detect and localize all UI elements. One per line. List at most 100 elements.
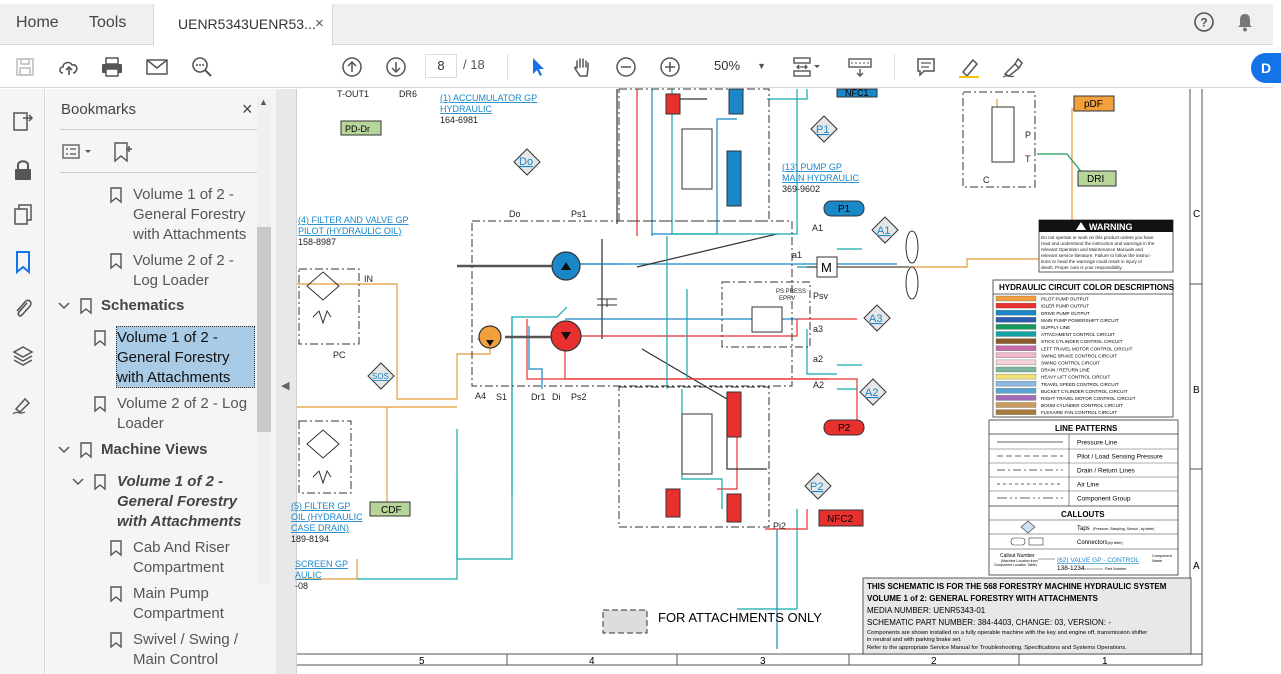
- legend-label: RIGHT TRAVEL MOTOR CONTROL CIRCUIT: [1041, 396, 1136, 401]
- line-pattern-label: Pilot / Load Sensing Pressure: [1077, 454, 1163, 461]
- scroll-up-icon[interactable]: ▲: [259, 97, 268, 107]
- hand-tool-icon[interactable]: [568, 53, 596, 81]
- port-label: Ps2: [571, 392, 587, 402]
- comment-icon[interactable]: [912, 53, 940, 81]
- save-icon[interactable]: [11, 53, 39, 81]
- component-callout[interactable]: CASE DRAIN): [291, 523, 349, 533]
- bookmark-label: Volume 1 of 2 -: [117, 329, 218, 346]
- tab-home[interactable]: Home: [16, 14, 59, 31]
- previous-page-icon[interactable]: [338, 53, 366, 81]
- connector-label: pDF: [1084, 99, 1103, 110]
- bookmark-label: Volume 1 of 2 -: [133, 186, 234, 203]
- fill-sign-icon[interactable]: [10, 391, 36, 417]
- component-callout[interactable]: (5) FILTER GP: [291, 501, 350, 511]
- document-view[interactable]: 5 4 3 2 1 C B A: [291, 88, 1273, 674]
- component-callout[interactable]: HYDRAULIC: [440, 104, 493, 114]
- legend-label: DRIVE PUMP OUTPUT: [1041, 311, 1090, 316]
- component-callout[interactable]: PILOT (HYDRAULIC OIL): [298, 226, 401, 236]
- bookmark-item-machine-views[interactable]: Machine Views: [101, 441, 208, 458]
- bookmark-label: Cab And Riser: [133, 539, 230, 556]
- bookmark-item-schematics[interactable]: Schematics: [101, 297, 185, 314]
- svg-text:?: ?: [1200, 16, 1207, 30]
- attachments-legend-swatch: [602, 609, 648, 634]
- tab-tools[interactable]: Tools: [89, 14, 127, 31]
- line-pattern-label: Air Line: [1077, 482, 1099, 489]
- port-label: T-OUT1: [337, 89, 369, 99]
- component-callout[interactable]: SCREEN GP: [295, 559, 348, 569]
- zoom-in-icon[interactable]: [656, 53, 684, 81]
- legend-swatch: [995, 359, 1037, 366]
- scrollbar-thumb[interactable]: [257, 227, 271, 432]
- notifications-bell-icon[interactable]: [1234, 11, 1256, 38]
- bookmark-icon: [110, 540, 122, 557]
- legend-swatch: [995, 331, 1037, 337]
- page-thumbnails-icon[interactable]: [10, 202, 36, 228]
- tab-bar: Home Tools UENR5343UENR53... × ?: [0, 0, 1273, 46]
- bookmark-item[interactable]: Volume 2 of 2 - Log Loader: [117, 394, 247, 434]
- zoom-level-dropdown[interactable]: 50% ▼: [700, 54, 772, 78]
- collapse-arrow-icon[interactable]: ◀: [281, 380, 290, 392]
- chevron-down-icon[interactable]: [58, 301, 70, 314]
- share-button[interactable]: D: [1251, 53, 1281, 83]
- port-label: A1: [812, 223, 823, 233]
- callout-legend-text: Component: [1152, 554, 1173, 558]
- callouts-title: CALLOUTS: [1061, 510, 1105, 519]
- tab-document[interactable]: UENR5343UENR53... ×: [153, 4, 333, 46]
- print-icon[interactable]: [98, 53, 126, 81]
- legend-swatch: [995, 409, 1037, 415]
- legend-title: HYDRAULIC CIRCUIT COLOR DESCRIPTIONS: [999, 283, 1175, 292]
- close-panel-icon[interactable]: ×: [242, 99, 253, 119]
- email-icon[interactable]: [143, 53, 171, 81]
- upload-cloud-icon[interactable]: [55, 53, 83, 81]
- page-number-input[interactable]: 8: [425, 54, 457, 78]
- legend-swatch: [995, 302, 1037, 309]
- close-tab-icon[interactable]: ×: [315, 15, 324, 32]
- tap-p1: [810, 115, 838, 143]
- port-label: Ps1: [571, 209, 587, 219]
- bookmark-item[interactable]: Volume 1 of 2 - General Forestry with At…: [133, 185, 246, 245]
- bookmark-item[interactable]: Volume 2 of 2 - Log Loader: [133, 251, 234, 291]
- bookmark-icon: [94, 474, 106, 491]
- bookmark-label: Loader: [117, 415, 164, 432]
- scroll-mode-icon[interactable]: [846, 53, 874, 81]
- port-label: T: [1025, 154, 1031, 164]
- help-icon[interactable]: ?: [1193, 11, 1215, 38]
- page-fit-icon[interactable]: [792, 53, 820, 81]
- component-callout[interactable]: (4) FILTER AND VALVE GP: [298, 215, 409, 225]
- chevron-down-icon[interactable]: [58, 445, 70, 458]
- patterns-title: LINE PATTERNS: [1055, 424, 1118, 433]
- component-callout[interactable]: (1) ACCUMULATOR GP: [440, 93, 537, 103]
- warning-text: read and understood the instruction and …: [1041, 241, 1155, 246]
- callout-legend-text: Component Location Table): [994, 563, 1037, 567]
- component-callout[interactable]: AULIC: [295, 570, 322, 580]
- component-callout[interactable]: (13) PUMP GP: [782, 162, 842, 172]
- bookmark-item[interactable]: Volume 1 of 2 - General Forestry with At…: [117, 472, 241, 532]
- line-pattern-label: Pressure Line: [1077, 440, 1117, 447]
- select-cursor-icon[interactable]: [524, 53, 552, 81]
- port-label: a3: [813, 324, 823, 334]
- bookmark-item[interactable]: Swivel / Swing / Main Control: [133, 630, 238, 670]
- sign-pen-icon[interactable]: [999, 53, 1027, 81]
- layers-icon[interactable]: [10, 343, 36, 369]
- chevron-down-icon[interactable]: [72, 477, 84, 490]
- next-page-icon[interactable]: [382, 53, 410, 81]
- new-bookmark-icon[interactable]: [112, 140, 134, 164]
- bookmark-options-icon[interactable]: [62, 140, 98, 164]
- attachments-paperclip-icon[interactable]: [10, 296, 36, 322]
- zoom-out-icon[interactable]: [612, 53, 640, 81]
- find-icon[interactable]: [188, 53, 216, 81]
- highlight-pen-icon[interactable]: [955, 53, 983, 81]
- connector-label: P1: [838, 204, 851, 215]
- bookmark-item[interactable]: Main Pump Compartment: [133, 584, 224, 624]
- component-callout[interactable]: OIL (HYDRAULIC: [291, 512, 363, 522]
- bookmark-item-selected[interactable]: Volume 1 of 2 - General Forestry with At…: [117, 328, 230, 388]
- tap-label: SOS: [372, 372, 389, 381]
- component-callout[interactable]: MAIN HYDRAULIC: [782, 173, 860, 183]
- bookmarks-scrollbar[interactable]: ▲: [257, 97, 271, 585]
- panel-collapse-handle[interactable]: ◀: [276, 89, 297, 674]
- lock-icon[interactable]: [10, 157, 36, 183]
- organize-pages-icon[interactable]: [10, 109, 36, 135]
- bookmark-item[interactable]: Cab And Riser Compartment: [133, 538, 230, 578]
- connector-pd-dr: [340, 120, 382, 136]
- bookmarks-panel-icon[interactable]: [10, 249, 36, 275]
